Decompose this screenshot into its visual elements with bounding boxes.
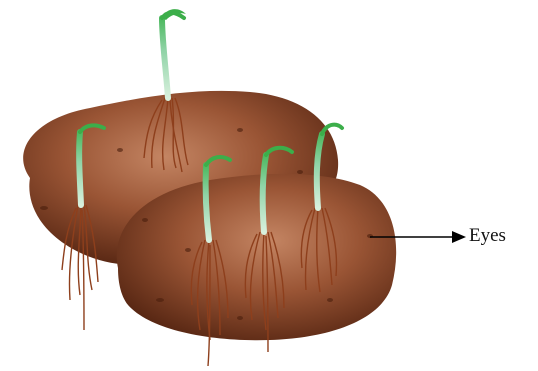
eyes-label: Eyes — [469, 226, 506, 245]
front-potato — [117, 174, 396, 340]
sprout-top — [162, 9, 186, 98]
